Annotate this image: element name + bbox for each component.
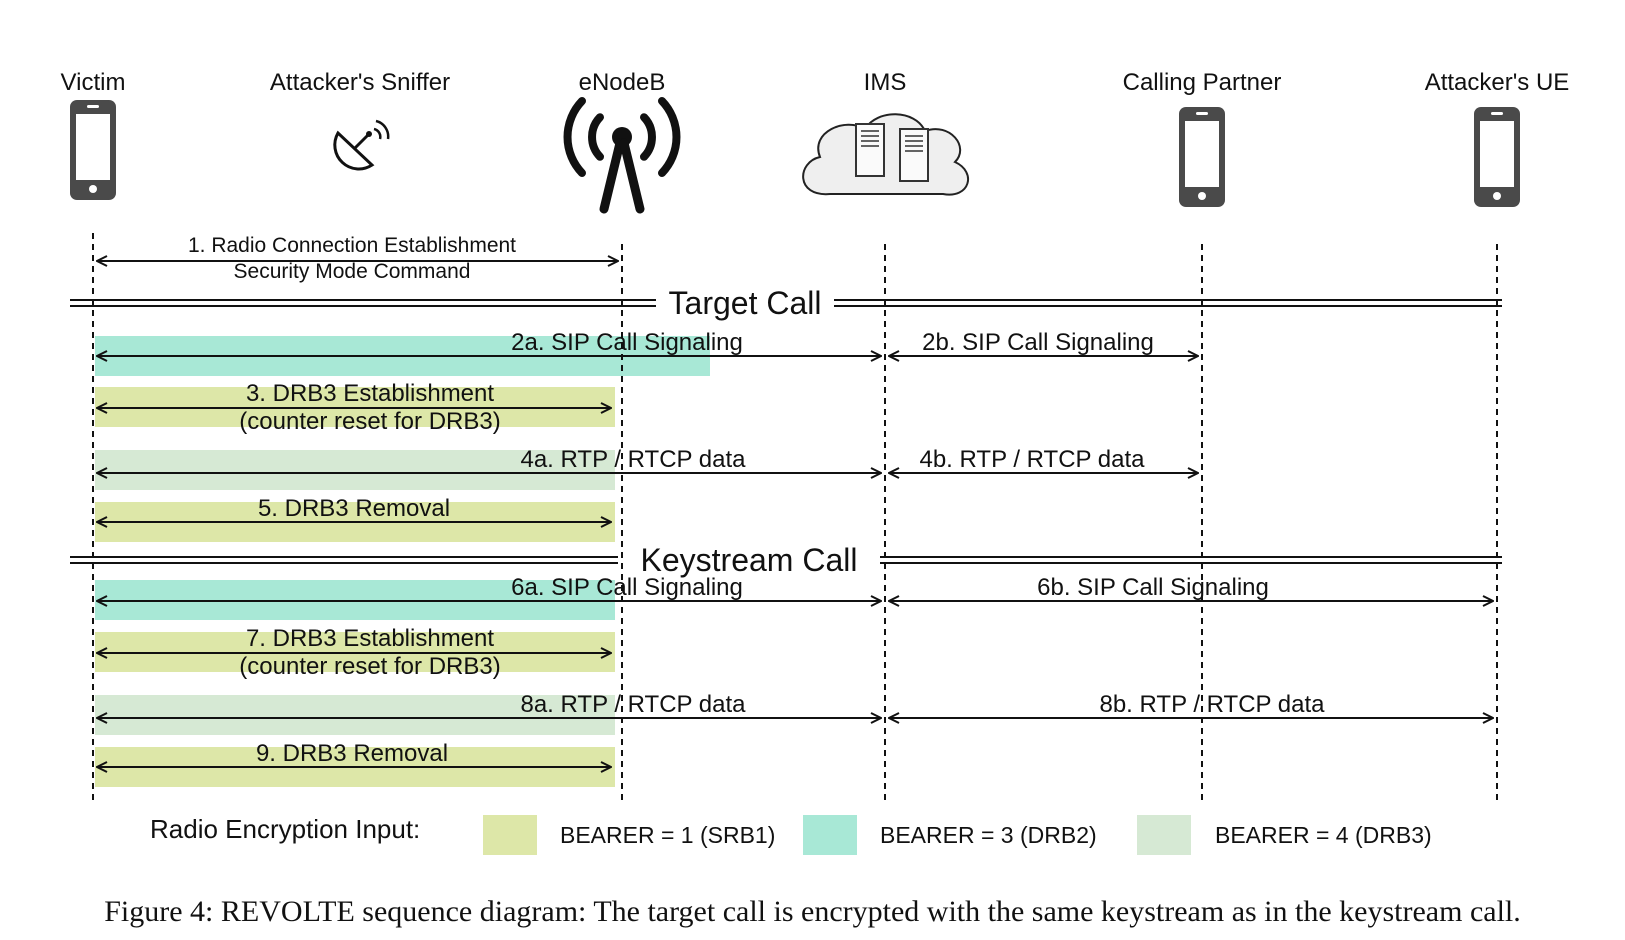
message-label: 6a. SIP Call Signaling (511, 574, 743, 601)
message-m8a: 8a. RTP / RTCP data (97, 691, 881, 718)
message-m6b: 6b. SIP Call Signaling (889, 574, 1493, 601)
message-m5: 5. DRB3 Removal (97, 495, 611, 522)
actor-ims: IMS (802, 69, 969, 196)
message-m4a: 4a. RTP / RTCP data (97, 446, 881, 473)
message-label: 5. DRB3 Removal (258, 495, 450, 522)
legend-item-drb3: BEARER = 4 (DRB3) (1137, 815, 1432, 855)
legend-swatch (803, 815, 857, 855)
message-m6a: 6a. SIP Call Signaling (97, 574, 881, 601)
actor-label: IMS (864, 69, 907, 96)
section-title-target: Target Call (669, 285, 822, 321)
message-label: 9. DRB3 Removal (256, 740, 448, 767)
message-label: 8b. RTP / RTCP data (1099, 691, 1325, 718)
legend: Radio Encryption Input: BEARER = 1 (SRB1)… (150, 814, 1432, 855)
server-cloud-icon (802, 113, 969, 196)
message-label: 4a. RTP / RTCP data (520, 446, 746, 473)
actor-label: eNodeB (579, 69, 666, 96)
legend-item-srb1: BEARER = 1 (SRB1) (483, 815, 775, 855)
caption-name: REVOLTE (220, 895, 355, 928)
lifelines (92, 233, 1498, 805)
actor-label: Attacker's UE (1425, 69, 1570, 96)
message-label: 3. DRB3 Establishment (246, 380, 494, 407)
message-m8b: 8b. RTP / RTCP data (889, 691, 1493, 718)
actor-label: Victim (61, 69, 126, 96)
section-title-keystream: Keystream Call (641, 542, 858, 578)
actor-label: Attacker's Sniffer (270, 69, 450, 96)
actor-partner: Calling Partner (1123, 69, 1282, 207)
message-m3: 3. DRB3 Establishment(counter reset for … (97, 380, 611, 435)
figure-caption: Figure 4: REVOLTE sequence diagram: The … (0, 895, 1625, 929)
message-label: 2b. SIP Call Signaling (922, 329, 1154, 356)
smartphone-icon (1474, 107, 1520, 207)
legend-label: BEARER = 3 (DRB2) (880, 822, 1097, 848)
legend-label: BEARER = 4 (DRB3) (1215, 822, 1432, 848)
message-label: 8a. RTP / RTCP data (520, 691, 746, 718)
legend-label: BEARER = 1 (SRB1) (560, 822, 775, 848)
message-m7: 7. DRB3 Establishment(counter reset for … (97, 625, 611, 680)
legend-swatch (1137, 815, 1191, 855)
actor-header: Victim Attacker's Sniffer eNodeB IMS Calling… (61, 69, 1570, 214)
caption-text: sequence diagram: The target call is enc… (354, 895, 1521, 928)
message-label: 1. Radio Connection Establishment (188, 234, 516, 257)
message-m4b: 4b. RTP / RTCP data (889, 446, 1198, 473)
smartphone-icon (70, 100, 116, 200)
message-label: 2a. SIP Call Signaling (511, 329, 743, 356)
message-label: 6b. SIP Call Signaling (1037, 574, 1269, 601)
legend-item-drb2: BEARER = 3 (DRB2) (803, 815, 1097, 855)
actor-enodeb: eNodeB (563, 69, 681, 214)
radio-tower-icon (563, 97, 681, 214)
message-sublabel: (counter reset for DRB3) (239, 653, 500, 680)
actor-attacker_ue: Attacker's UE (1425, 69, 1570, 207)
message-m2b: 2b. SIP Call Signaling (889, 329, 1198, 356)
caption-prefix: Figure 4: (104, 895, 221, 928)
actor-sniffer: Attacker's Sniffer (270, 69, 450, 171)
messages: 1. Radio Connection EstablishmentSecurit… (97, 234, 1493, 767)
actor-victim: Victim (61, 69, 126, 200)
message-m1: 1. Radio Connection EstablishmentSecurit… (97, 234, 618, 283)
message-m9: 9. DRB3 Removal (97, 740, 611, 767)
legend-title: Radio Encryption Input: (150, 814, 420, 844)
message-label: 7. DRB3 Establishment (246, 625, 494, 652)
message-sublabel: Security Mode Command (234, 260, 471, 283)
message-m2a: 2a. SIP Call Signaling (97, 329, 881, 356)
satellite-dish-icon (333, 119, 390, 171)
smartphone-icon (1179, 107, 1225, 207)
message-sublabel: (counter reset for DRB3) (239, 408, 500, 435)
message-label: 4b. RTP / RTCP data (919, 446, 1145, 473)
actor-label: Calling Partner (1123, 69, 1282, 96)
legend-swatch (483, 815, 537, 855)
